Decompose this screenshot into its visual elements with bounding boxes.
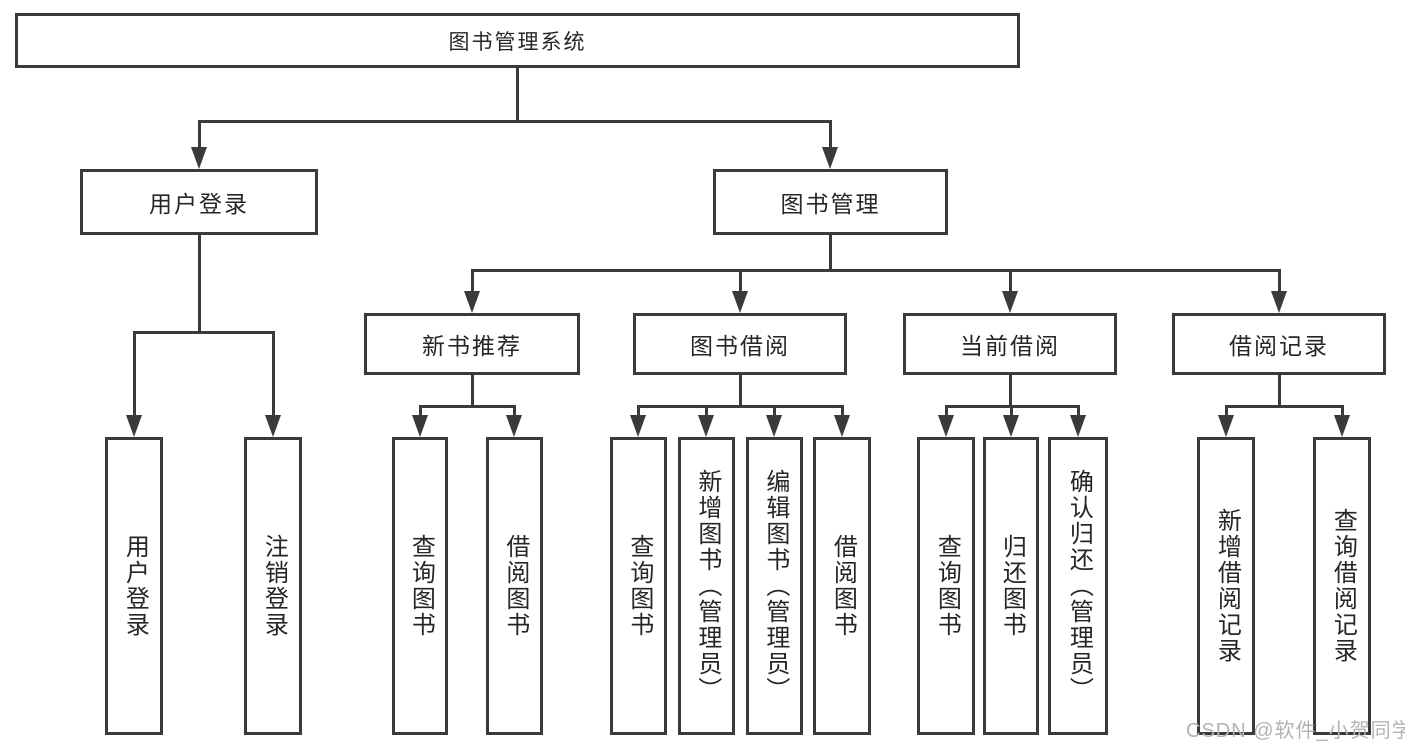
csdn-watermark: CSDN @软件_小贺同学 [1186, 720, 1405, 742]
arrowhead-leaf-cb-confirm [1070, 415, 1086, 437]
arrowhead-leaf-user-login [126, 415, 142, 437]
connector-leaf-cb-confirm-drop [1077, 405, 1080, 419]
node-current-borrowing: 当前借阅 [903, 313, 1117, 375]
connector-leaf-bb-query-drop [637, 405, 640, 419]
node-library-management-system: 图书管理系统 [15, 13, 1020, 68]
node-book-borrowing-label: 图书借阅 [690, 333, 790, 359]
leaf-borrowing-edit-books-admin: 编辑图书（管理员） [746, 437, 803, 735]
leaf-current-query-books: 查询图书 [917, 437, 975, 735]
leaf-borrowing-edit-books-admin-label: 编辑图书（管理员） [761, 469, 789, 703]
node-user-login-label: 用户登录 [149, 191, 249, 217]
arrowhead-leaf-logout [265, 415, 281, 437]
arrowhead-borrowing-records [1271, 291, 1287, 313]
connector-user-login-stem [198, 233, 201, 333]
connector-borrowing-records-stem [1278, 373, 1281, 408]
connector-new-book-drop [471, 269, 474, 295]
leaf-current-confirm-return-admin-label: 确认归还（管理员） [1065, 469, 1093, 703]
arrowhead-book-borrowing [732, 291, 748, 313]
leaf-logout: 注销登录 [244, 437, 302, 735]
connector-user-login-branch [133, 331, 275, 334]
node-book-borrowing: 图书借阅 [633, 313, 847, 375]
node-borrowing-records-label: 借阅记录 [1229, 333, 1329, 359]
arrowhead-leaf-bb-query [630, 415, 646, 437]
connector-book-management-drop [829, 120, 832, 150]
leaf-borrowing-borrow-books-label: 借阅图书 [829, 534, 857, 638]
leaf-records-add-record: 新增借阅记录 [1197, 437, 1255, 735]
leaf-records-query-record-label: 查询借阅记录 [1329, 508, 1357, 664]
leaf-newbooks-query-books: 查询图书 [392, 437, 448, 735]
connector-leaf-cb-return-drop [1010, 405, 1013, 419]
leaf-current-confirm-return-admin: 确认归还（管理员） [1048, 437, 1108, 735]
connector-leaf-logout-drop [272, 331, 275, 417]
connector-leaf-nb-borrow-drop [513, 405, 516, 419]
arrowhead-leaf-cb-return [1003, 415, 1019, 437]
leaf-borrowing-borrow-books: 借阅图书 [813, 437, 871, 735]
leaf-newbooks-query-books-label: 查询图书 [407, 534, 435, 638]
leaf-current-return-books-label: 归还图书 [998, 534, 1026, 638]
leaf-current-return-books: 归还图书 [983, 437, 1039, 735]
leaf-records-query-record: 查询借阅记录 [1313, 437, 1371, 735]
connector-leaf-bb-edit-drop [773, 405, 776, 419]
leaf-newbooks-borrow-books-label: 借阅图书 [501, 534, 529, 638]
node-library-management-system-label: 图书管理系统 [448, 30, 587, 54]
connector-book-borrowing-drop [739, 269, 742, 295]
leaf-logout-label: 注销登录 [260, 534, 288, 638]
arrowhead-leaf-br-add [1218, 415, 1234, 437]
arrowhead-leaf-bb-edit [766, 415, 782, 437]
connector-leaf-bb-add-drop [705, 405, 708, 419]
connector-borrowing-records-branch [1225, 405, 1343, 408]
leaf-borrowing-add-books-admin-label: 新增图书（管理员） [693, 469, 721, 703]
arrowhead-leaf-nb-query [412, 415, 428, 437]
arrowhead-current-borrowing [1002, 291, 1018, 313]
connector-current-borrowing-drop [1009, 269, 1012, 295]
node-new-book-recommend-label: 新书推荐 [422, 333, 522, 359]
leaf-user-login-label: 用户登录 [121, 534, 149, 638]
arrowhead-leaf-br-query [1334, 415, 1350, 437]
arrowhead-leaf-bb-add [698, 415, 714, 437]
leaf-borrowing-query-books-label: 查询图书 [625, 534, 653, 638]
connector-new-book-branch [419, 405, 516, 408]
connector-leaf-br-query-drop [1341, 405, 1344, 419]
connector-leaf-nb-query-drop [419, 405, 422, 419]
node-current-borrowing-label: 当前借阅 [960, 333, 1060, 359]
connector-book-management-stem [829, 233, 832, 272]
connector-user-login-drop [198, 120, 201, 150]
connector-leaf-user-login-drop [133, 331, 136, 417]
node-borrowing-records: 借阅记录 [1172, 313, 1386, 375]
arrowhead-leaf-bb-borrow [834, 415, 850, 437]
connector-root-stem [516, 66, 519, 123]
leaf-records-add-record-label: 新增借阅记录 [1213, 508, 1241, 664]
arrowhead-leaf-nb-borrow [506, 415, 522, 437]
connector-new-book-stem [471, 373, 474, 408]
connector-root-branch [198, 120, 832, 123]
leaf-newbooks-borrow-books: 借阅图书 [486, 437, 543, 735]
connector-leaf-bb-borrow-drop [841, 405, 844, 419]
connector-book-borrowing-branch [637, 405, 843, 408]
node-book-management: 图书管理 [713, 169, 948, 235]
leaf-borrowing-query-books: 查询图书 [610, 437, 667, 735]
arrowhead-new-book-recommend [464, 291, 480, 313]
connector-leaf-cb-query-drop [945, 405, 948, 419]
arrowhead-user-login [191, 147, 207, 169]
arrowhead-leaf-cb-query [938, 415, 954, 437]
node-new-book-recommend: 新书推荐 [364, 313, 580, 375]
arrowhead-book-management [822, 147, 838, 169]
connector-book-management-branch [471, 269, 1281, 272]
node-book-management-label: 图书管理 [780, 191, 881, 217]
connector-book-borrowing-stem [739, 373, 742, 408]
leaf-borrowing-add-books-admin: 新增图书（管理员） [678, 437, 735, 735]
connector-leaf-br-add-drop [1225, 405, 1228, 419]
leaf-current-query-books-label: 查询图书 [933, 534, 961, 638]
node-user-login: 用户登录 [80, 169, 318, 235]
leaf-user-login: 用户登录 [105, 437, 163, 735]
connector-current-borrowing-stem [1009, 373, 1012, 408]
connector-borrowing-records-drop [1278, 269, 1281, 295]
